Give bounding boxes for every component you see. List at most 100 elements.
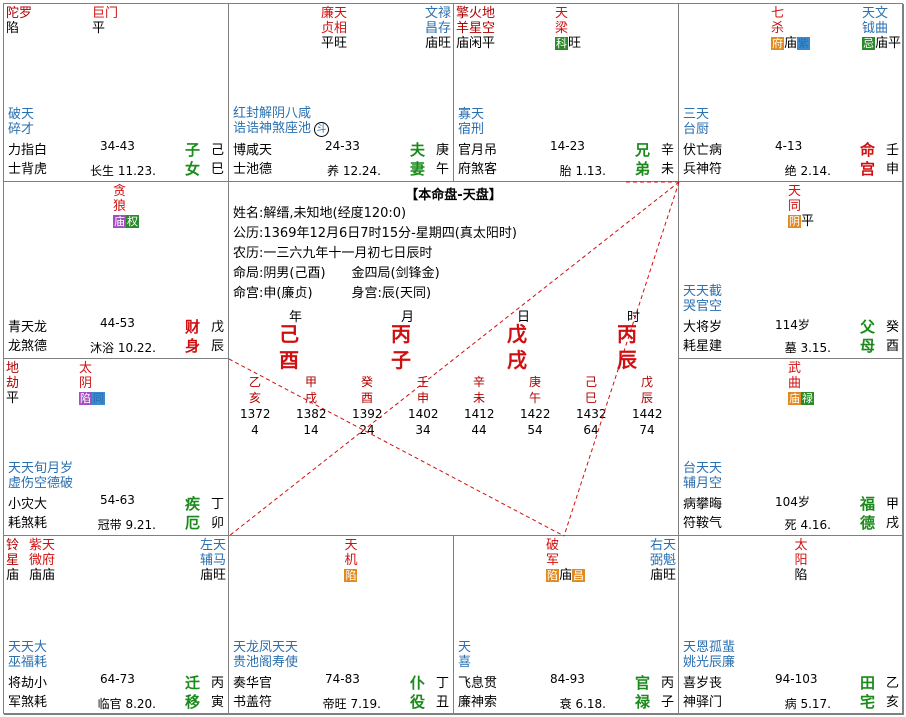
palace-name-char[interactable]: 疾 xyxy=(184,495,200,513)
ganzhi-char[interactable]: 丁 xyxy=(210,497,224,512)
star-group-left[interactable]: 贪狼庙权 xyxy=(113,184,139,229)
palace-name-char[interactable]: 役 xyxy=(409,693,425,711)
god-line[interactable]: 兵神符 xyxy=(683,162,723,177)
dayun-stem[interactable]: 己 xyxy=(584,375,597,389)
dayun-year[interactable]: 1412 xyxy=(464,407,495,421)
star-name[interactable]: 铃星 xyxy=(6,538,19,568)
god-line[interactable]: 耗星建 xyxy=(683,339,723,354)
pillar-stem[interactable]: 戊 xyxy=(507,322,527,346)
palace-name[interactable]: 仆役 xyxy=(410,674,425,712)
life-stage[interactable]: 冠带 9.21. xyxy=(97,518,156,532)
star-brightness-row[interactable]: 庙旺 xyxy=(425,36,451,51)
star-brightness-row[interactable]: 陷同 xyxy=(79,391,106,406)
birth-info-line[interactable]: 农历:一三六九年十一月初七日辰时 xyxy=(233,246,433,261)
star-brightness-row[interactable]: 平 xyxy=(92,21,105,36)
star-name[interactable]: 七杀 xyxy=(771,6,784,36)
palace-name[interactable]: 夫妻 xyxy=(410,141,425,179)
pillar-branch[interactable]: 辰 xyxy=(617,348,637,372)
main-star[interactable]: 左天辅马庙旺 xyxy=(200,538,226,583)
life-stage[interactable]: 衰 6.18. xyxy=(559,697,606,711)
star-name[interactable]: 擎火地羊星空 xyxy=(456,6,495,36)
star-name-line[interactable]: 七 xyxy=(771,6,785,21)
star-group-left[interactable]: 地劫平太阴陷同 xyxy=(6,361,106,406)
star-name[interactable]: 天同 xyxy=(788,184,801,214)
star-name-line[interactable]: 右天 xyxy=(649,538,676,553)
ganzhi-char[interactable]: 乙 xyxy=(885,676,899,691)
dayun-age[interactable]: 44 xyxy=(471,423,487,437)
star-name-line[interactable]: 杀 xyxy=(771,21,785,36)
star-group-left[interactable]: 廉天贞相平旺 xyxy=(321,6,347,51)
star-name-line[interactable]: 曲 xyxy=(788,376,802,391)
star-brightness-row[interactable]: 陷庙昌 xyxy=(546,568,586,583)
star-name[interactable]: 地劫 xyxy=(6,361,19,391)
star-brightness[interactable]: 平 xyxy=(6,391,20,406)
star-brightness[interactable]: 平 xyxy=(92,21,106,36)
sihua-tag[interactable]: 阴 xyxy=(787,215,801,228)
dayun-year[interactable]: 1382 xyxy=(296,407,327,421)
star-group-left[interactable]: 擎火地羊星空庙闲平天梁科旺 xyxy=(456,6,581,51)
dayun-year[interactable]: 1372 xyxy=(240,407,271,421)
star-name-line[interactable]: 贪 xyxy=(113,184,127,199)
age-range[interactable]: 74-83 xyxy=(325,672,360,686)
star-name-line[interactable]: 微府 xyxy=(29,553,56,568)
palace-gods[interactable]: 伏亡病兵神符 xyxy=(683,141,722,179)
palace-name-char[interactable]: 官 xyxy=(634,674,650,692)
pillar-branch[interactable]: 子 xyxy=(391,348,411,372)
star-brightness[interactable]: 旺 xyxy=(568,36,582,51)
god-line[interactable]: 符鞍气 xyxy=(683,516,723,531)
star-name-line[interactable]: 紫天 xyxy=(29,538,56,553)
star-name-line[interactable]: 贞相 xyxy=(321,21,348,36)
god-line[interactable]: 博咸天 xyxy=(233,143,273,158)
ganzhi-char[interactable]: 酉 xyxy=(885,339,899,354)
minor-stars[interactable]: 破天碎才 xyxy=(8,107,34,137)
palace-gods[interactable]: 奏华官书盖符 xyxy=(233,674,272,712)
palace-name-char[interactable]: 子 xyxy=(184,141,200,159)
center-title[interactable]: 【本命盘-天盘】 xyxy=(405,188,502,203)
god-line[interactable]: 将劫小 xyxy=(8,676,48,691)
star-name-line[interactable]: 羊星空 xyxy=(456,21,496,36)
star-brightness-row[interactable]: 庙权 xyxy=(113,214,139,229)
god-line[interactable]: 龙煞德 xyxy=(8,339,48,354)
ganzhi-char[interactable]: 丙 xyxy=(210,676,224,691)
life-stage[interactable]: 养 12.24. xyxy=(327,164,381,178)
star-name-line[interactable]: 天 xyxy=(555,6,569,21)
star-name[interactable]: 廉天贞相 xyxy=(321,6,347,36)
life-stage[interactable]: 死 4.16. xyxy=(784,518,831,532)
ganzhi-char[interactable]: 辰 xyxy=(210,339,224,354)
god-line[interactable]: 军煞耗 xyxy=(8,695,48,710)
age-range[interactable]: 114岁 xyxy=(775,318,810,332)
star-name-line[interactable]: 铃 xyxy=(6,538,20,553)
dayun-age[interactable]: 4 xyxy=(251,423,259,437)
star-brightness[interactable]: 庙 xyxy=(559,568,573,583)
star-brightness[interactable]: 庙旺 xyxy=(199,568,226,583)
pillar-branch[interactable]: 戌 xyxy=(507,348,527,372)
star-name[interactable]: 右天弼魁 xyxy=(650,538,676,568)
minor-star-line[interactable]: 天龙凤天天 xyxy=(233,640,299,655)
palace-name-char[interactable]: 田 xyxy=(859,674,875,692)
palace-name[interactable]: 田宅 xyxy=(860,674,875,712)
palace-name-char[interactable]: 兄 xyxy=(634,141,650,159)
god-line[interactable]: 喜岁丧 xyxy=(683,676,723,691)
minor-stars[interactable]: 台天天辅月空 xyxy=(683,461,722,491)
main-star[interactable]: 廉天贞相平旺 xyxy=(321,6,347,51)
dayun-branch[interactable]: 未 xyxy=(472,391,485,405)
star-group-left[interactable]: 天同阴平 xyxy=(787,184,814,229)
sihua-tag[interactable]: 府 xyxy=(771,37,784,50)
minor-stars[interactable]: 天天大巫福耗 xyxy=(8,640,47,670)
main-star[interactable]: 贪狼庙权 xyxy=(113,184,139,229)
palace-name[interactable]: 疾厄 xyxy=(185,495,200,533)
star-row[interactable]: 武曲庙禄 xyxy=(681,361,901,406)
star-brightness[interactable]: 庙旺 xyxy=(424,36,451,51)
star-brightness-row[interactable]: 平旺 xyxy=(321,36,347,51)
dayun-year[interactable]: 1402 xyxy=(408,407,439,421)
star-name[interactable]: 紫天微府 xyxy=(29,538,55,568)
ganzhi-char[interactable]: 午 xyxy=(435,162,449,177)
palace-gods[interactable]: 博咸天士池德 xyxy=(233,141,272,179)
dayun-stem[interactable]: 庚 xyxy=(528,375,541,389)
star-name-line[interactable]: 军 xyxy=(546,553,560,568)
